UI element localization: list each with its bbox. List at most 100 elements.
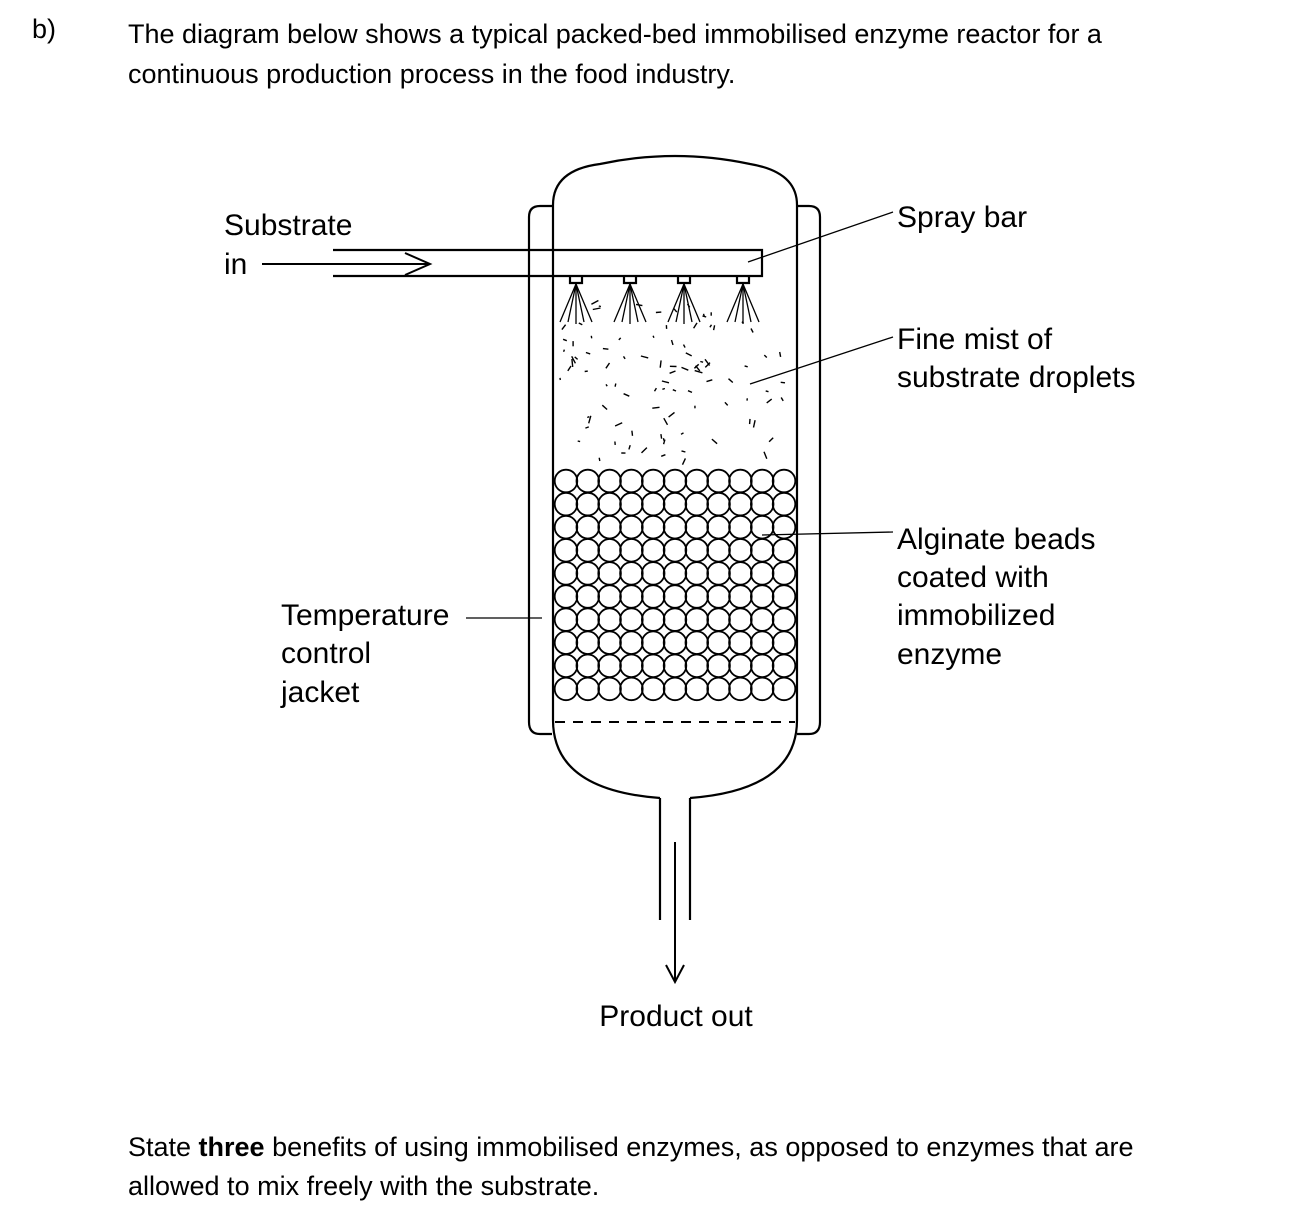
mist-droplet	[750, 328, 754, 333]
alginate-bead	[575, 607, 601, 632]
outlet-arrow	[665, 842, 685, 985]
alginate-bead	[662, 584, 688, 609]
mist-droplet	[765, 390, 769, 393]
mist-droplet	[574, 356, 579, 360]
alginate-bead	[706, 607, 731, 632]
mist-droplet	[704, 362, 711, 368]
mist-droplet	[598, 457, 601, 462]
alginate-bead	[575, 491, 601, 517]
alginate-bead	[553, 584, 579, 609]
alginate-bead	[575, 630, 601, 655]
intro-line-1: The diagram below shows a typical packed…	[128, 19, 1102, 49]
alginate-bead	[553, 538, 579, 563]
mist-droplet	[752, 420, 756, 428]
mist-droplet	[672, 389, 677, 392]
mist-droplet	[663, 417, 669, 426]
spray-bar-leader	[747, 211, 894, 263]
alginate-bead	[641, 515, 666, 540]
alginate-bead	[750, 584, 775, 609]
alginate-bead	[771, 607, 797, 632]
alginate-bead	[662, 491, 688, 517]
mist-droplet	[591, 299, 599, 305]
label-fine-mist-2: substrate droplets	[897, 361, 1135, 394]
alginate-bead	[597, 491, 622, 517]
spray-cones	[559, 283, 760, 324]
alginate-bead	[619, 515, 644, 540]
alginate-bead	[750, 538, 775, 563]
alginate-bead	[662, 538, 688, 563]
mist-droplet	[711, 438, 718, 445]
alginate-bead	[706, 584, 731, 609]
fine-mist-leader	[749, 336, 894, 385]
alginate-bead	[575, 584, 601, 609]
mist-droplet	[702, 315, 707, 318]
mist-droplet	[706, 379, 713, 383]
mist-droplet	[763, 451, 768, 460]
alginate-bead	[728, 561, 753, 586]
alginate-bead	[771, 538, 797, 563]
mist-droplet	[709, 324, 713, 328]
mist-droplet	[682, 344, 686, 348]
mist-droplet	[685, 352, 693, 357]
alginate-bead	[706, 561, 731, 586]
alginate-bead	[728, 515, 753, 540]
alginate-bead	[553, 607, 579, 632]
mist-droplet	[659, 360, 662, 368]
mist-droplet	[668, 411, 675, 418]
mist-droplet	[662, 387, 666, 390]
alginate-bead	[706, 630, 731, 655]
label-product-out: Product out	[599, 1000, 753, 1033]
temperature-jacket	[527, 204, 822, 736]
alginate-bead	[641, 653, 666, 679]
alginate-bead	[597, 607, 622, 632]
alginate-bead	[662, 607, 688, 632]
alginate-bead	[750, 676, 775, 702]
alginate-bead	[619, 676, 644, 702]
mist-droplet	[660, 433, 663, 439]
alginate-bead	[553, 491, 579, 517]
alginate-bead	[553, 468, 579, 494]
alginate-bead	[750, 561, 775, 586]
mist-droplet	[660, 454, 666, 457]
mist-droplet	[622, 356, 626, 360]
alginate-bead	[575, 515, 601, 540]
alginate-bead	[684, 584, 710, 609]
alginate-bead	[771, 468, 797, 494]
mist-droplet	[561, 324, 567, 331]
alginate-bead	[575, 676, 601, 702]
mist-droplet	[779, 351, 782, 358]
alginate-bead	[553, 561, 579, 586]
mist-droplet	[686, 303, 691, 308]
label-alginate-3: immobilized	[897, 599, 1055, 632]
mist-droplet	[562, 338, 568, 342]
alginate-bead	[728, 630, 753, 655]
mist-droplet	[618, 337, 622, 341]
alginate-bead	[662, 653, 688, 679]
mist-droplet	[577, 440, 581, 443]
mist-droplet	[585, 351, 591, 355]
mist-droplet	[571, 355, 577, 364]
alginate-bead	[750, 468, 775, 494]
mist-droplet	[641, 447, 648, 454]
mist-droplet	[571, 358, 574, 367]
mist-droplet	[592, 307, 601, 311]
alginate-bead	[662, 676, 688, 702]
alginate-bead	[575, 561, 601, 586]
alginate-bead	[684, 607, 710, 632]
mist-droplet	[681, 458, 687, 465]
alginate-bead	[750, 607, 775, 632]
mist-droplet	[673, 307, 678, 313]
label-spray-bar: Spray bar	[897, 201, 1027, 234]
alginate-bead	[750, 491, 775, 517]
mist-droplet	[687, 390, 693, 394]
alginate-bead	[619, 607, 644, 632]
mist-droplet	[598, 305, 602, 308]
alginate-bead	[553, 676, 579, 702]
alginate-bead	[619, 653, 644, 679]
mist-droplet	[694, 369, 703, 374]
alginate-bead	[728, 584, 753, 609]
alginate-bead	[597, 515, 622, 540]
alginate-bead	[706, 653, 731, 679]
prompt-post: benefits of using immobilised enzymes, a…	[264, 1132, 1134, 1162]
alginate-bead	[641, 676, 666, 702]
